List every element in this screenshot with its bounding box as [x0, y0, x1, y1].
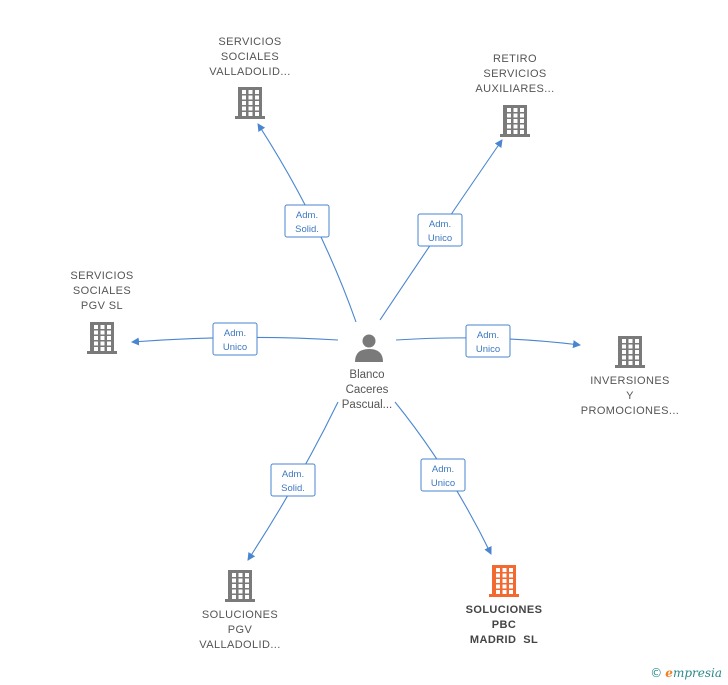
company-name: SOLUCIONES [466, 604, 543, 616]
relationship-edge[interactable]: Adm. Solid. [247, 401, 339, 561]
edge-label-text: Adm. [432, 464, 454, 475]
edge-label-text: Solid. [281, 483, 305, 494]
building-icon [500, 105, 530, 137]
company-name: PBC [492, 619, 516, 631]
edge-label-text: Unico [428, 233, 452, 244]
building-icon [615, 336, 645, 368]
building-icon [87, 322, 117, 354]
person-icon [355, 334, 383, 362]
edge-label-text: Adm. [296, 210, 318, 221]
edges-layer: Adm.Solid.Adm.UnicoAdm.UnicoAdm.UnicoAdm… [131, 123, 581, 561]
edge-label-box[interactable] [417, 213, 463, 247]
company-name: SOCIALES [221, 51, 279, 63]
edge-label-text: Unico [223, 342, 247, 353]
company-name: VALLADOLID... [209, 66, 290, 78]
edge-label-box[interactable] [270, 463, 316, 497]
nodes-layer: SERVICIOS SOCIALES VALLADOLID... RETIRO SERV… [70, 36, 679, 651]
edge-label-box[interactable] [212, 322, 258, 356]
company-node[interactable]: SERVICIOS SOCIALES VALLADOLID... [209, 36, 290, 119]
relationship-edge[interactable]: Adm. Unico [379, 139, 503, 321]
company-name: SOCIALES [73, 285, 131, 297]
edge-label-text: Unico [476, 344, 500, 355]
edge-label-text: Adm. [477, 330, 499, 341]
building-icon [235, 87, 265, 119]
company-name: SERVICIOS [483, 68, 546, 80]
edge-label-box[interactable] [420, 458, 466, 492]
company-node[interactable]: SERVICIOS SOCIALES PGV SL [70, 270, 133, 354]
company-node[interactable]: SOLUCIONES PGV VALLADOLID... [199, 570, 280, 651]
edge-label-box[interactable] [284, 204, 330, 238]
edge-label-text: Adm. [282, 469, 304, 480]
relationship-edge[interactable]: Adm. Unico [131, 322, 339, 356]
relationship-edge[interactable]: Adm. Solid. [257, 123, 357, 323]
person-name: Caceres [346, 384, 389, 396]
relationship-edge[interactable]: Adm. Unico [394, 401, 492, 555]
company-node[interactable]: SOLUCIONES PBC MADRID SL [466, 565, 543, 646]
person-name: Blanco [349, 369, 384, 381]
company-name: AUXILIARES... [475, 83, 554, 95]
edge-label-text: Adm. [429, 219, 451, 230]
company-name: Y [626, 390, 634, 402]
company-name: PROMOCIONES... [581, 405, 680, 417]
person-node[interactable]: BlancoCaceresPascual... [342, 334, 393, 412]
edge-label-text: Unico [431, 478, 455, 489]
company-name: SOLUCIONES [202, 609, 278, 621]
company-name: PGV [228, 624, 253, 636]
company-name: PGV SL [81, 300, 123, 312]
company-name: INVERSIONES [590, 375, 670, 387]
relationship-edge[interactable]: Adm. Unico [395, 324, 581, 358]
building-icon [225, 570, 255, 602]
company-name: MADRID SL [470, 634, 538, 646]
edge-label-box[interactable] [465, 324, 511, 358]
brand-watermark[interactable]: ©empresia [650, 666, 722, 680]
company-name: SERVICIOS [70, 270, 133, 282]
brand-name: mpresia [672, 666, 722, 680]
company-name: SERVICIOS [218, 36, 281, 48]
edge-label-text: Solid. [295, 224, 319, 235]
building-icon [489, 565, 519, 597]
company-name: VALLADOLID... [199, 639, 280, 651]
company-name: RETIRO [493, 53, 537, 65]
copyright-icon: © [650, 666, 663, 680]
company-node[interactable]: RETIRO SERVICIOS AUXILIARES... [475, 53, 554, 137]
person-name: Pascual... [342, 399, 393, 411]
company-node[interactable]: INVERSIONES Y PROMOCIONES... [581, 336, 680, 417]
edge-label-text: Adm. [224, 328, 246, 339]
brand-initial: e [665, 666, 673, 680]
